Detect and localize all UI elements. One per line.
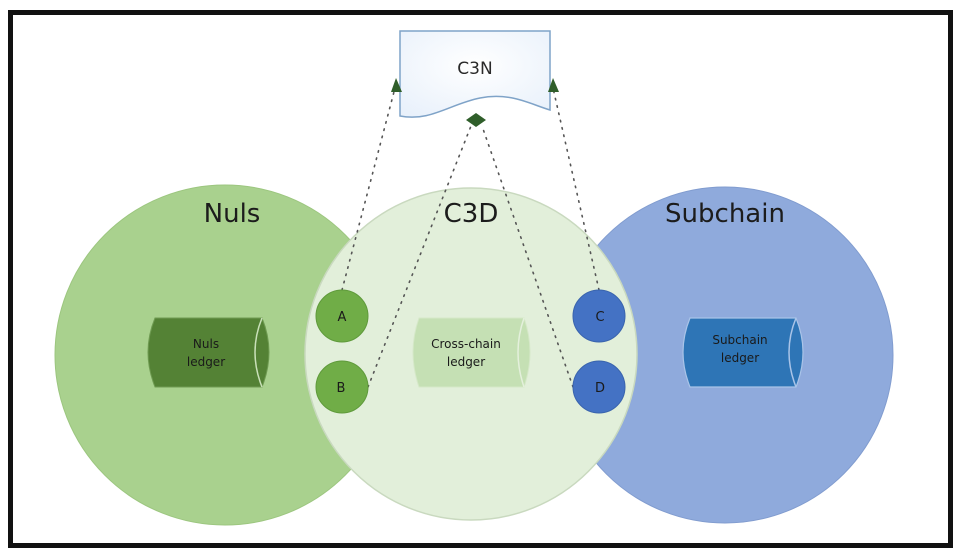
connection-d-c3n xyxy=(481,125,574,388)
c3d-domain-label: C3D xyxy=(444,199,499,229)
nuls-ledger: Nuls ledger xyxy=(147,317,270,388)
c3n-label: C3N xyxy=(457,59,492,79)
node-a-label: A xyxy=(338,310,347,325)
node-a: A xyxy=(315,289,369,343)
cross-chain-ledger: Cross-chain ledger xyxy=(412,317,531,388)
subchain-domain-label: Subchain xyxy=(665,199,785,229)
nuls-domain-label: Nuls xyxy=(204,199,261,229)
node-d-label: D xyxy=(595,381,605,396)
subchain-ledger: Subchain ledger xyxy=(682,317,804,388)
cross-chain-ledger-label-line1: Cross-chain xyxy=(431,337,501,351)
c3n-document-node: C3N xyxy=(391,30,559,127)
connection-b-c3n xyxy=(367,125,472,388)
connection-a-c3n xyxy=(341,87,396,291)
arrowhead-left-icon xyxy=(391,78,402,92)
connection-lines xyxy=(341,87,600,388)
node-c-label: C xyxy=(595,310,604,325)
nuls-ledger-label-line1: Nuls xyxy=(193,337,219,351)
node-b-label: B xyxy=(337,381,346,396)
arrowhead-bottom-diamond-icon xyxy=(466,113,486,127)
node-c: C xyxy=(572,289,626,343)
node-b: B xyxy=(315,360,369,414)
nuls-ledger-label-line2: ledger xyxy=(187,355,225,369)
subchain-ledger-label-line2: ledger xyxy=(721,351,759,365)
arrowhead-right-icon xyxy=(548,78,559,92)
connection-c-c3n xyxy=(552,87,600,291)
node-d: D xyxy=(572,360,626,414)
subchain-ledger-label-line1: Subchain xyxy=(712,333,767,347)
cross-chain-ledger-label-line2: ledger xyxy=(447,355,485,369)
